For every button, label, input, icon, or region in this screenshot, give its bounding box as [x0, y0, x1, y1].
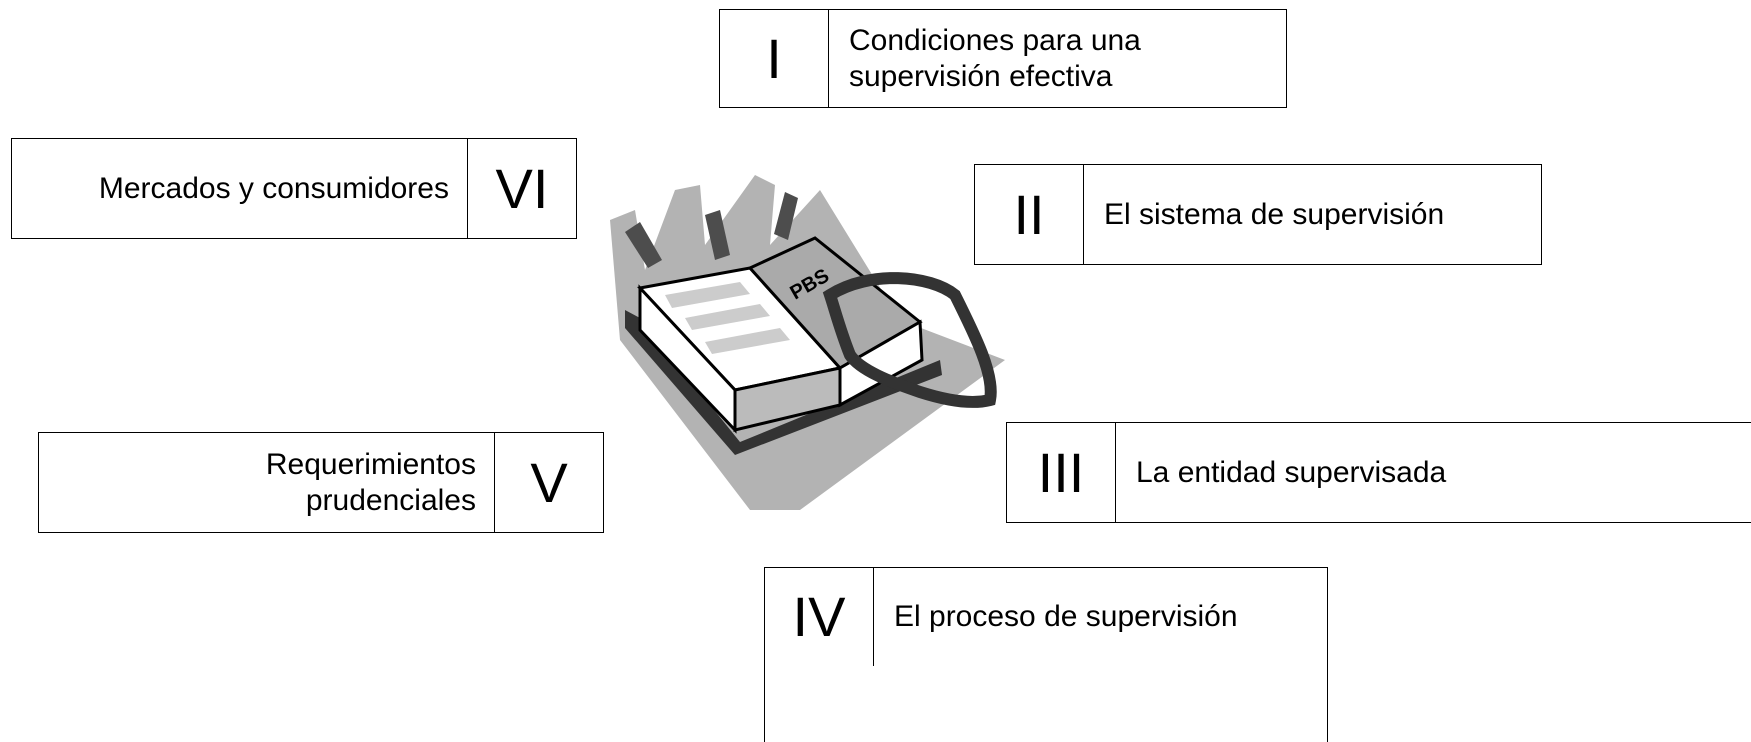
book-spine [733, 366, 842, 432]
section-numeral: VI [467, 139, 576, 238]
section-label: Condiciones para una supervisión efectiv… [829, 10, 1286, 107]
book-base-shadow [625, 310, 942, 455]
book-left-stripe [685, 304, 770, 330]
section-label: Mercados y consumidores [12, 139, 467, 238]
section-box-2: II El sistema de supervisión [974, 164, 1542, 265]
section-label-line: supervisión efectiva [849, 59, 1113, 93]
section-numeral: II [975, 165, 1084, 264]
ray-mark [774, 192, 798, 240]
section-box-5: Requerimientos prudenciales V [38, 432, 604, 533]
section-numeral: I [720, 10, 829, 107]
section-box-1: I Condiciones para una supervisión efect… [719, 9, 1287, 108]
section-numeral: V [494, 433, 603, 532]
book-left-stripe [665, 282, 750, 308]
section-label-line: El sistema de supervisión [1104, 197, 1445, 231]
section-label: Requerimientos prudenciales [39, 433, 494, 532]
ribbon-bookmark [822, 272, 997, 408]
section-numeral: IV [765, 568, 874, 666]
ray-mark [705, 210, 730, 260]
section-label-line: La entidad supervisada [1136, 455, 1447, 489]
section-label: El proceso de supervisión [874, 568, 1327, 666]
open-book-icon: PBS [610, 175, 1005, 510]
section-box-3: III La entidad supervisada [1006, 422, 1751, 523]
ray-mark [625, 222, 662, 268]
section-box-6: Mercados y consumidores VI [11, 138, 577, 239]
section-numeral: III [1007, 423, 1116, 522]
section-label-line: Condiciones para una [849, 23, 1141, 57]
section-label-line: Mercados y consumidores [98, 171, 449, 205]
section-label: El sistema de supervisión [1084, 165, 1541, 264]
book-left-stripe [705, 328, 790, 354]
section-label-line: prudenciales [305, 483, 476, 517]
section-label: La entidad supervisada [1116, 423, 1751, 522]
section-label-line: El proceso de supervisión [894, 600, 1238, 633]
section-box-4: IV El proceso de supervisión [764, 567, 1328, 742]
section-label-line: Requerimientos [265, 447, 476, 481]
